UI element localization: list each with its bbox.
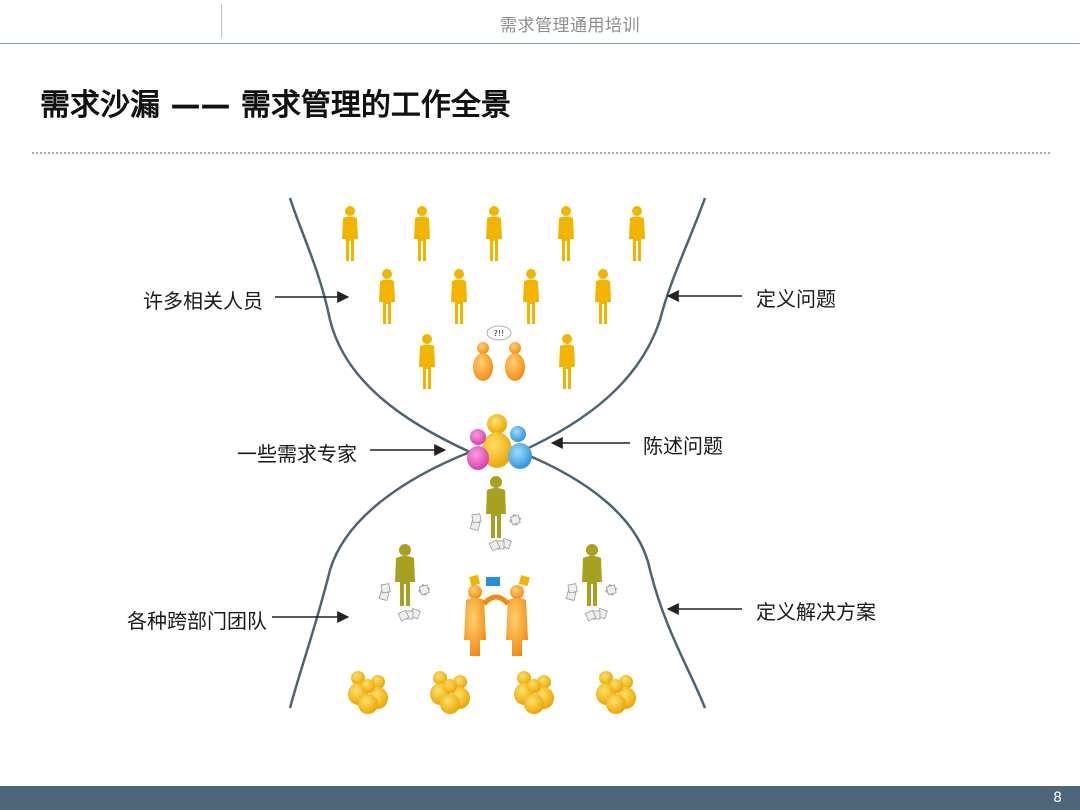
footer-bar [0,786,1080,810]
stakeholder-row-2 [379,269,611,324]
team-left-with-cards [378,544,430,622]
header-rule [0,43,1080,44]
header-divider-tick [221,4,222,38]
experts-group-icon [467,414,532,470]
title-dotted-divider [32,152,1050,154]
label-define-solution: 定义解决方案 [756,600,876,624]
speech-bubble-text: ?!! [494,329,505,338]
page-number: 8 [1053,790,1062,806]
stakeholder-row-1 [342,206,645,261]
team-right-with-cards [565,544,617,622]
team-center-with-cards [469,476,521,552]
stakeholder-row-3: ?!! [419,325,575,389]
label-cross-teams: 各种跨部门团队 [127,609,267,633]
bottom-team-groups [348,671,636,714]
label-define-problem: 定义问题 [756,287,836,311]
label-state-problem: 陈述问题 [643,434,723,458]
discussing-pair-icon: ?!! [473,325,525,381]
label-some-experts: 一些需求专家 [237,442,357,466]
label-many-people: 许多相关人员 [143,289,263,313]
collaboration-pair-icon [464,574,530,656]
header-title: 需求管理通用培训 [500,16,640,36]
slide-title: 需求沙漏 —— 需求管理的工作全景 [40,88,511,123]
